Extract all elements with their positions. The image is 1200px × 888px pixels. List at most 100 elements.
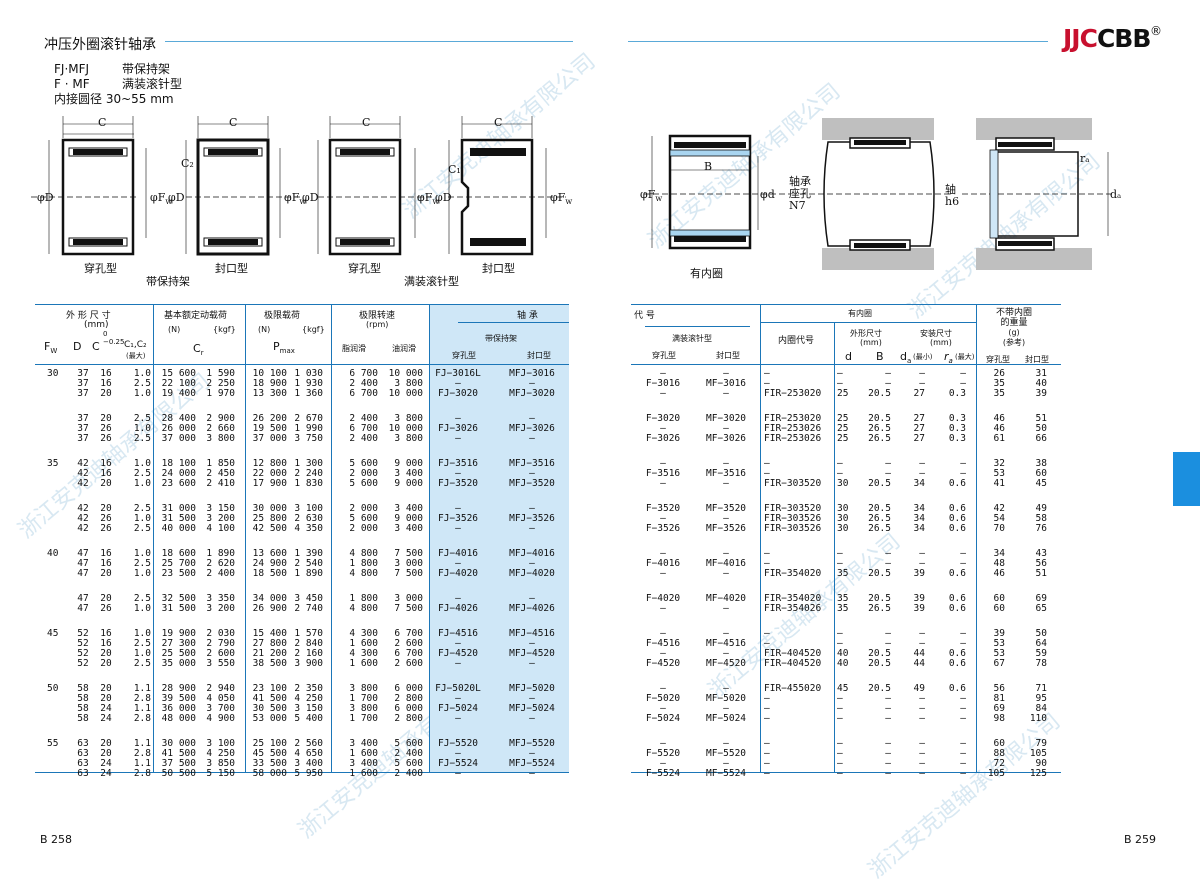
col-caged-through: FJ−3020 bbox=[437, 388, 479, 399]
diagram-caged-sealed bbox=[185, 116, 302, 256]
col-ra: 0.3 bbox=[948, 433, 966, 444]
col-caged-through: — bbox=[455, 413, 461, 424]
col-Pmax-kgf: 1 300 bbox=[294, 458, 323, 469]
hdr-N: (N) bbox=[258, 325, 271, 334]
col-oil: 7 500 bbox=[394, 548, 423, 559]
col-caged-sealed: MFJ−3526 bbox=[509, 513, 555, 524]
col-grease: 2 400 bbox=[349, 378, 378, 389]
col-D: 58 bbox=[77, 683, 89, 694]
col-weight-sealed: 31 bbox=[1035, 368, 1047, 379]
col-inner-code: — bbox=[764, 758, 770, 769]
page-number-right: B 259 bbox=[1124, 833, 1157, 846]
left-col-divider bbox=[429, 304, 430, 772]
col-d: — bbox=[837, 693, 843, 704]
col-oil: 2 800 bbox=[394, 693, 423, 704]
col-ra: — bbox=[960, 703, 966, 714]
col-weight-sealed: 38 bbox=[1035, 458, 1047, 469]
col-Cr-kgf: 2 900 bbox=[206, 413, 235, 424]
col-oil: 2 600 bbox=[394, 658, 423, 669]
col-C: 20 bbox=[100, 568, 112, 579]
col-caged-sealed: — bbox=[529, 468, 535, 479]
hdr-Ctol: 0−0.25 bbox=[103, 330, 125, 346]
col-C12: 2.5 bbox=[133, 558, 151, 569]
hdr-max: (最大) bbox=[126, 352, 146, 360]
col-C12: 2.8 bbox=[133, 693, 151, 704]
col-Cr-N: 50 500 bbox=[161, 768, 196, 779]
col-weight-through: 26 bbox=[993, 368, 1005, 379]
col-weight-sealed: 51 bbox=[1035, 568, 1047, 579]
col-d: 30 bbox=[837, 503, 849, 514]
col-inner-code: FIR−253026 bbox=[764, 423, 822, 434]
col-weight-sealed: 43 bbox=[1035, 548, 1047, 559]
col-caged-sealed: MFJ−5524 bbox=[509, 758, 555, 769]
col-Cr-N: 35 000 bbox=[161, 658, 196, 669]
col-weight-sealed: 39 bbox=[1035, 388, 1047, 399]
hdr-D: D bbox=[73, 340, 82, 353]
diagram-full-through bbox=[317, 116, 434, 256]
col-B: 20.5 bbox=[868, 478, 891, 489]
col-Cr-kgf: 1 890 bbox=[206, 548, 235, 559]
col-Pmax-N: 53 000 bbox=[252, 713, 287, 724]
col-B: 26.5 bbox=[868, 433, 891, 444]
col-Pmax-kgf: 4 650 bbox=[294, 748, 323, 759]
col-Pmax-N: 17 900 bbox=[252, 478, 287, 489]
col-weight-through: 56 bbox=[993, 683, 1005, 694]
col-caged-through: — bbox=[455, 768, 461, 779]
col-full-through: F−5520 bbox=[645, 748, 681, 759]
col-caged-sealed: MFJ−4026 bbox=[509, 603, 555, 614]
col-Pmax-N: 27 800 bbox=[252, 638, 287, 649]
col-full-sealed: MF−3516 bbox=[705, 468, 747, 479]
col-B: 20.5 bbox=[868, 683, 891, 694]
col-inner-code: FIR−253020 bbox=[764, 413, 822, 424]
col-oil: 2 400 bbox=[394, 768, 423, 779]
col-inner-code: — bbox=[764, 458, 770, 469]
col-oil: 9 000 bbox=[394, 513, 423, 524]
col-Fw: 30 bbox=[47, 368, 59, 379]
col-oil: 3 000 bbox=[394, 558, 423, 569]
col-full-through: F−5524 bbox=[645, 768, 681, 779]
col-C12: 1.0 bbox=[133, 458, 151, 469]
col-D: 52 bbox=[77, 658, 89, 669]
col-D: 58 bbox=[77, 703, 89, 714]
col-Cr-kgf: 2 620 bbox=[206, 558, 235, 569]
col-full-sealed: — bbox=[723, 568, 729, 579]
col-C: 24 bbox=[100, 758, 112, 769]
col-da: 44 bbox=[913, 658, 925, 669]
col-da: 39 bbox=[913, 603, 925, 614]
left-subheader-line bbox=[458, 322, 569, 323]
col-weight-through: 54 bbox=[993, 513, 1005, 524]
intro-bore: 内接圆径 30~55 mm bbox=[54, 92, 174, 106]
diagram-inner-ring bbox=[644, 134, 790, 250]
col-weight-sealed: 105 bbox=[1029, 748, 1047, 759]
col-C12: 1.0 bbox=[133, 388, 151, 399]
col-full-through: — bbox=[660, 368, 666, 379]
col-full-through: — bbox=[660, 628, 666, 639]
hdr-dims: 外 形 尺 寸 bbox=[66, 311, 111, 321]
chapter-tab[interactable] bbox=[1173, 452, 1200, 506]
col-d: — bbox=[837, 368, 843, 379]
col-full-through: F−3520 bbox=[645, 503, 681, 514]
col-d: — bbox=[837, 638, 843, 649]
col-weight-through: 46 bbox=[993, 568, 1005, 579]
col-grease: 1 800 bbox=[349, 558, 378, 569]
col-weight-through: 53 bbox=[993, 648, 1005, 659]
col-da: — bbox=[919, 558, 925, 569]
col-Cr-N: 25 700 bbox=[161, 558, 196, 569]
hdr-bearing: 轴 承 bbox=[517, 311, 538, 321]
col-C: 24 bbox=[100, 768, 112, 779]
col-caged-through: — bbox=[455, 503, 461, 514]
col-C: 20 bbox=[100, 738, 112, 749]
